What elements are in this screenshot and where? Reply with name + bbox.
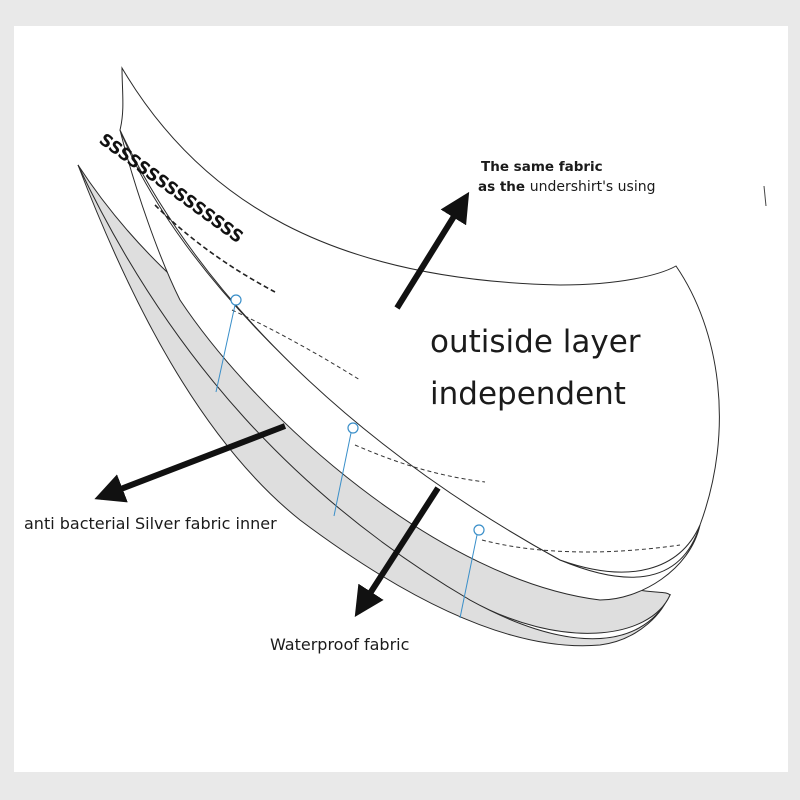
top-label-line1: The same fabric	[481, 159, 603, 175]
arrow-icon	[94, 423, 287, 503]
main-label-line1: outiside layer	[430, 324, 641, 360]
left-label: anti bacterial Silver fabric inner	[24, 514, 277, 533]
pin-icon	[215, 294, 242, 393]
outside-layer	[119, 66, 720, 573]
pin-icon	[333, 422, 359, 517]
arrow-icon	[354, 486, 441, 618]
edge-mark	[763, 185, 767, 207]
main-label-line2: independent	[430, 376, 626, 412]
stitch-line-3	[481, 539, 681, 553]
bottom-label: Waterproof fabric	[270, 635, 409, 654]
stitch-line-top	[154, 204, 276, 293]
stitch-line-1	[231, 309, 361, 381]
top-label-line2: as the undershirt's using	[478, 179, 655, 195]
arrow-icon	[394, 191, 470, 310]
pin-icon	[459, 524, 485, 619]
